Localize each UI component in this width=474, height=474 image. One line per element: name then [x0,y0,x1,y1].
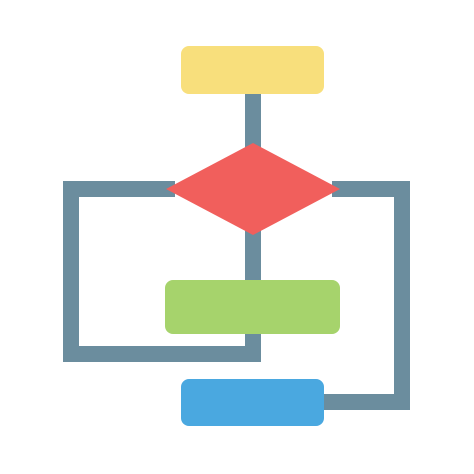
connector-lines [63,94,410,410]
decision-diamond [166,143,340,235]
end-box [181,379,324,426]
connector-loop-left [63,181,261,362]
start-box [181,46,324,94]
process-box [165,280,340,334]
connector-loop-right [322,181,410,410]
